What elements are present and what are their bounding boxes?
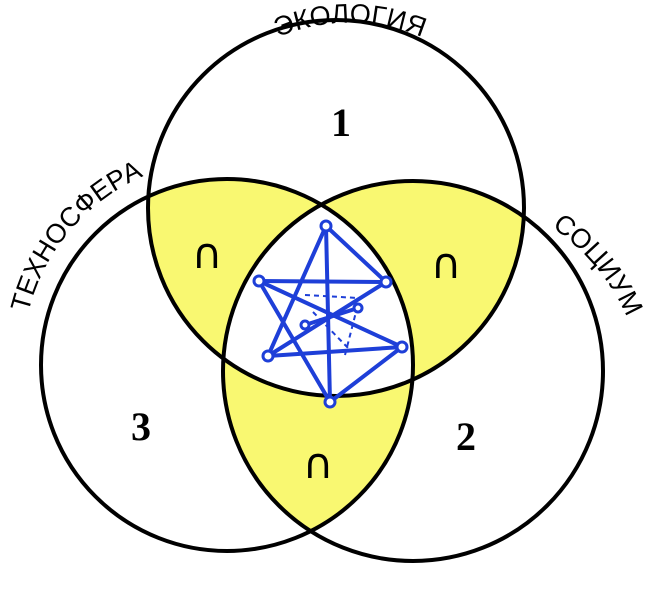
technosphere-label: ТЕХНОСФЕРА bbox=[5, 154, 146, 314]
circle-society bbox=[221, 179, 605, 563]
society-label: СОЦИУМ bbox=[548, 208, 648, 320]
region-number-ecology: 1 bbox=[331, 100, 351, 145]
region-number-society: 2 bbox=[456, 414, 476, 459]
ecology-label: ЭКОЛОГИЯ bbox=[270, 0, 431, 43]
star-of-david-icon bbox=[252, 219, 409, 409]
circle-technosphere bbox=[39, 177, 415, 553]
intersect-symbol-society-technosphere: ∩ bbox=[303, 439, 334, 488]
region-number-technosphere: 3 bbox=[131, 404, 151, 449]
intersect-symbol-ecology-society: ∩ bbox=[431, 239, 462, 288]
intersect-symbol-ecology-technosphere: ∩ bbox=[192, 229, 223, 278]
triple-intersection bbox=[223, 181, 413, 396]
